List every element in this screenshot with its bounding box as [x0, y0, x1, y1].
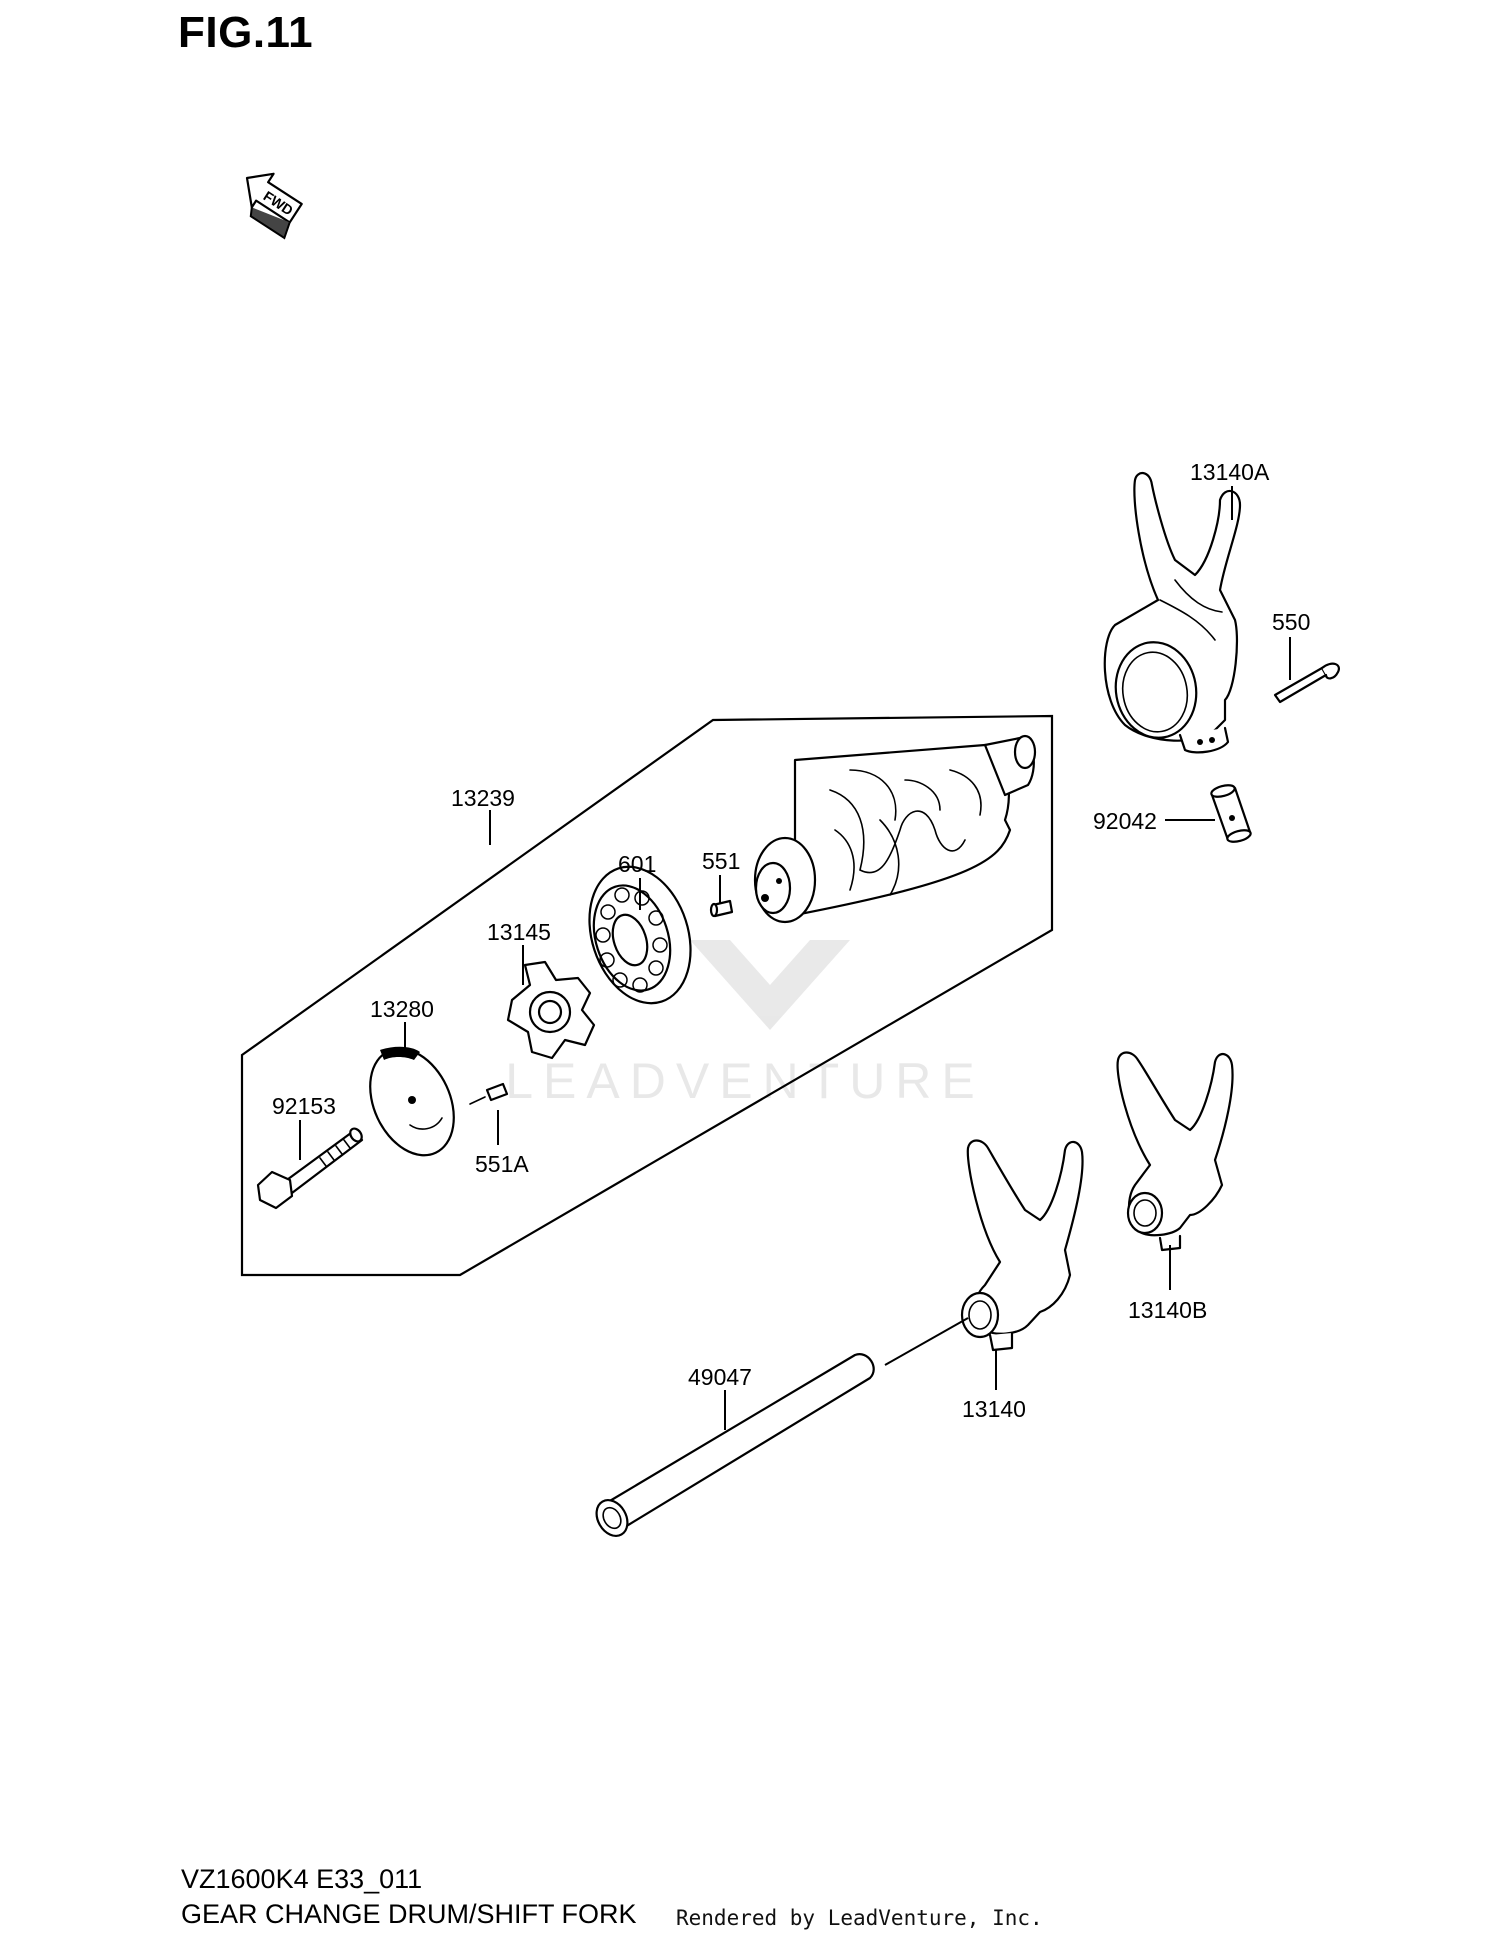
kit-outline-13239 — [240, 714, 1054, 1277]
render-credit: Rendered by LeadVenture, Inc. — [676, 1906, 1043, 1930]
label-13280: 13280 — [370, 996, 434, 1022]
diagram-caption: GEAR CHANGE DRUM/SHIFT FORK — [181, 1899, 637, 1929]
pin-551A — [469, 1082, 509, 1105]
bearing-601 — [588, 865, 692, 1005]
cam-plate-13280 — [369, 1046, 455, 1157]
label-13140B: 13140B — [1128, 1297, 1207, 1323]
part-labels: 13140A 550 92042 13239 601 551 13145 132… — [272, 459, 1310, 1422]
label-92042: 92042 — [1093, 808, 1157, 834]
fwd-arrow-icon: FWD — [245, 172, 303, 240]
bolt-92153 — [256, 1127, 364, 1210]
cotter-pin-550 — [1273, 662, 1340, 704]
label-550: 550 — [1272, 609, 1310, 635]
shift-fork-13140 — [960, 1139, 1084, 1352]
label-601: 601 — [618, 851, 656, 877]
svg-text:LEADVENTURE: LEADVENTURE — [505, 1053, 985, 1109]
shift-fork-13140A — [1103, 472, 1242, 754]
label-13140: 13140 — [962, 1396, 1026, 1422]
label-13239: 13239 — [451, 785, 515, 811]
page-title: FIG.11 — [178, 8, 314, 57]
leader-lines — [299, 486, 1291, 1430]
label-551A: 551A — [475, 1151, 529, 1177]
label-13140A: 13140A — [1190, 459, 1270, 485]
label-49047: 49047 — [688, 1364, 752, 1390]
fork-shaft-49047 — [595, 1317, 969, 1537]
label-13145: 13145 — [487, 919, 551, 945]
shift-fork-13140B — [1116, 1051, 1234, 1252]
watermark: LEADVENTURE — [505, 940, 985, 1109]
gear-shift-drum — [753, 734, 1037, 924]
pin-551 — [709, 899, 734, 918]
model-code: VZ1600K4 E33_011 — [181, 1864, 423, 1894]
pin-92042 — [1210, 784, 1252, 843]
label-92153: 92153 — [272, 1093, 336, 1119]
label-551: 551 — [702, 848, 740, 874]
shift-cam-13145 — [506, 960, 596, 1060]
